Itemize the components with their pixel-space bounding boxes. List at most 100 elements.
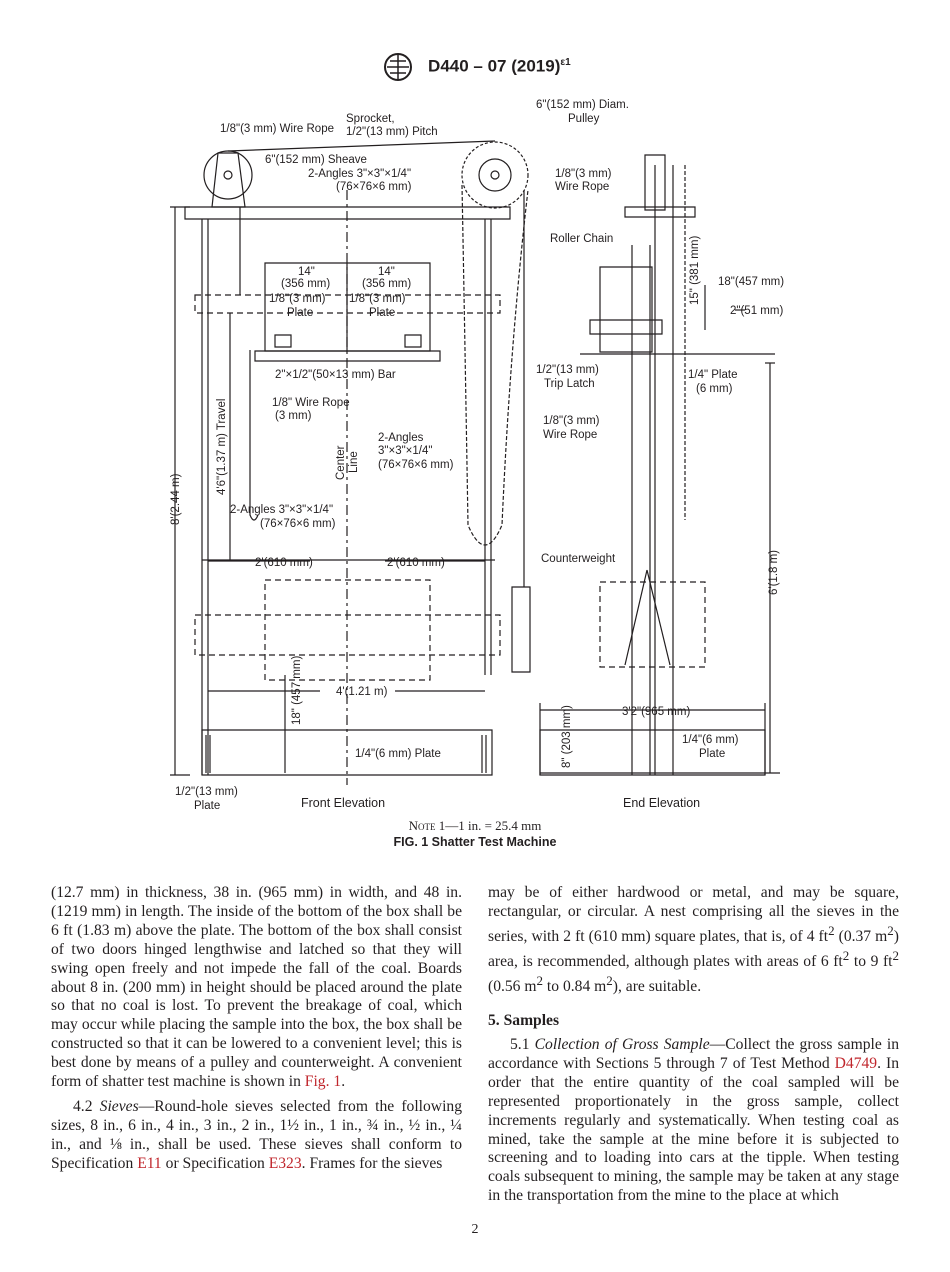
label-angles-mid: 2-Angles	[378, 432, 424, 444]
label-trip-latch-2: Trip Latch	[544, 378, 595, 390]
e323-link[interactable]: E323	[268, 1154, 302, 1172]
left-p2-text-a: —Round-hole sieves selected from the fol…	[51, 1097, 462, 1172]
label-14in-b: 14"	[378, 266, 395, 278]
right-column: may be of either hardwood or metal, and …	[488, 884, 899, 1206]
page-header: D440 – 07 (2019)ε1	[0, 52, 950, 82]
rp1c: ) area, is recommended, although plates …	[488, 928, 899, 971]
label-plate-6mm-2: Plate	[699, 748, 725, 760]
label-angles-top-2: (76×76×6 mm)	[336, 181, 412, 193]
label-3ft2: 3'2"(965 mm)	[622, 706, 690, 718]
label-wire-rope-end-2: Wire Rope	[543, 429, 597, 441]
label-plate-b-2: Plate	[369, 307, 395, 319]
shatter-test-machine-figure: 1/8"(3 mm) Wire Rope Sprocket, 1/2"(13 m…	[170, 99, 784, 812]
label-front-elevation: Front Elevation	[301, 796, 385, 810]
label-2ft-a: 2'(610 mm)	[255, 557, 313, 569]
label-center-line-2: Line	[348, 451, 360, 473]
label-8in: 8" (203 mm)	[561, 705, 573, 768]
label-end-elevation: End Elevation	[623, 796, 700, 810]
left-p2-text-c: . Frames for the sieves	[301, 1154, 443, 1172]
label-sprocket: Sprocket,	[346, 113, 395, 125]
rp1b: (0.37 m	[838, 928, 888, 945]
label-roller-chain: Roller Chain	[550, 233, 613, 245]
label-4ft: 4'(1.21 m)	[336, 686, 388, 698]
label-pulley-2: Pulley	[568, 113, 600, 125]
sup: 2	[828, 922, 835, 938]
label-wire-rope-right: 1/8"(3 mm)	[555, 168, 612, 180]
sup: 2	[606, 973, 613, 988]
label-plate-a: 1/8"(3 mm)	[269, 293, 326, 305]
e11-link[interactable]: E11	[137, 1154, 162, 1172]
paragraph-4-2: 4.2 Sieves—Round-hole sieves selected fr…	[51, 1098, 462, 1174]
note-text: 1—1 in. = 25.4 mm	[438, 818, 542, 833]
label-quarter-plate: 1/4" Plate	[688, 369, 737, 381]
label-travel: 4'6"(1.37 m) Travel	[216, 399, 228, 495]
label-2in: 2"(51 mm)	[730, 305, 783, 317]
label-counterweight: Counterweight	[541, 553, 616, 565]
counterweight-front	[512, 587, 530, 672]
figure-labels: 1/8"(3 mm) Wire Rope Sprocket, 1/2"(13 m…	[170, 99, 784, 812]
label-14in-a: 14"	[298, 266, 315, 278]
label-wire-rope-top: 1/8"(3 mm) Wire Rope	[220, 123, 334, 135]
label-angles-low: 2-Angles 3"×3"×1/4"	[230, 504, 333, 516]
label-18in: 18"(457 mm)	[718, 276, 784, 288]
fig1-link[interactable]: Fig. 1	[304, 1073, 342, 1091]
end-bottom-plate	[540, 730, 765, 775]
note-label: Note	[408, 818, 436, 833]
end-pulley	[645, 155, 665, 210]
left-p1-end: .	[341, 1073, 346, 1091]
rp1d: to 9 ft	[853, 953, 893, 971]
paragraph: (12.7 mm) in thickness, 38 in. (965 mm) …	[51, 884, 462, 1092]
rp2b: . In order that the entire quantity of t…	[488, 1054, 899, 1205]
term: Sieves	[99, 1097, 139, 1115]
d4749-link[interactable]: D4749	[834, 1054, 878, 1072]
top-rope	[228, 141, 495, 151]
end-box	[600, 267, 652, 352]
sheave	[204, 151, 252, 199]
section-number: 5.1	[510, 1036, 530, 1053]
section-number: 4.2	[73, 1097, 93, 1115]
astm-logo-icon	[379, 52, 417, 82]
rp1a: may be of either hardwood or metal, and …	[488, 884, 899, 945]
label-plate-quarter-front: 1/4"(6 mm) Plate	[355, 748, 441, 760]
rp2a: —Collect the gross sample in accordance …	[488, 1036, 900, 1072]
paragraph: may be of either hardwood or metal, and …	[488, 884, 899, 997]
label-15in: 15" (381 mm)	[689, 236, 701, 305]
label-pulley: 6"(152 mm) Diam.	[536, 99, 629, 111]
sprocket	[462, 142, 528, 208]
label-2ft-b: 2'(610 mm)	[387, 557, 445, 569]
section-5-heading: 5. Samples	[488, 1012, 560, 1030]
sup: 2	[892, 947, 900, 963]
label-bar: 2"×1/2"(50×13 mm) Bar	[275, 369, 396, 381]
page-number: 2	[471, 1222, 479, 1237]
box-dashed-lowered	[265, 580, 430, 680]
figure-note: Note 1—1 in. = 25.4 mm	[0, 818, 950, 834]
sup: 2	[887, 922, 894, 938]
left-p2-text-b: or Specification	[165, 1154, 265, 1172]
sup: 2	[536, 973, 544, 988]
left-p1-text: (12.7 mm) in thickness, 38 in. (965 mm) …	[51, 884, 462, 1091]
label-quarter-plate-2: (6 mm)	[696, 383, 733, 395]
rp1g: ), are suitable.	[612, 978, 702, 996]
label-trip-latch: 1/2"(13 mm)	[536, 364, 599, 376]
designation-sup: ε1	[560, 56, 571, 68]
label-plate-a-2: Plate	[287, 307, 313, 319]
label-wire-rope-right-2: Wire Rope	[555, 181, 609, 193]
rp1f: to 0.84 m	[546, 978, 607, 996]
label-6ft: 6'(1.8 m)	[768, 550, 780, 595]
label-angles-mid-3: (76×76×6 mm)	[378, 459, 454, 471]
label-wire-rope-mid: 1/8" Wire Rope	[272, 397, 350, 409]
sup: 2	[842, 947, 850, 963]
label-plate-half-2: Plate	[194, 800, 220, 812]
label-center-line: Center	[335, 445, 347, 480]
label-14in-a-mm: (356 mm)	[281, 278, 330, 290]
designation: D440 – 07 (2019)	[428, 56, 561, 76]
end-box-lowered	[600, 582, 705, 667]
rp1e: (0.56 m	[488, 978, 537, 996]
label-sprocket-pitch: 1/2"(13 mm) Pitch	[346, 126, 438, 138]
figure-caption: FIG. 1 Shatter Test Machine	[393, 835, 557, 849]
label-wire-rope-mid-2: (3 mm)	[275, 410, 312, 422]
label-sheave: 6"(152 mm) Sheave	[265, 154, 367, 166]
label-wire-rope-end: 1/8"(3 mm)	[543, 415, 600, 427]
left-column: (12.7 mm) in thickness, 38 in. (965 mm) …	[51, 884, 462, 1174]
paragraph-5-1: 5.1 Collection of Gross Sample—Collect t…	[488, 1036, 899, 1206]
